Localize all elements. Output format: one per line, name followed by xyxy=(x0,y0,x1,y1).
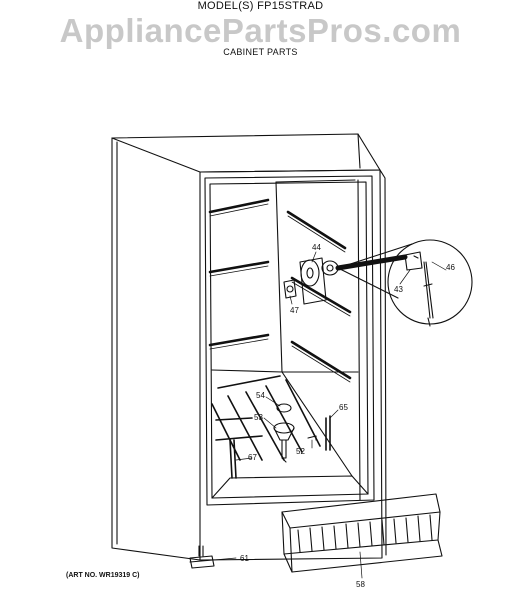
drain-assembly xyxy=(273,403,295,463)
right-shelf-rails xyxy=(286,210,352,380)
light-socket xyxy=(283,279,297,299)
callout-58: 58 xyxy=(356,580,365,589)
callout-67: 67 xyxy=(248,453,257,462)
leveling-leg xyxy=(189,545,215,569)
callout-65: 65 xyxy=(339,403,348,412)
site-watermark: AppliancePartsPros.com xyxy=(59,12,462,49)
callout-43: 43 xyxy=(394,285,403,294)
light-bracket xyxy=(299,257,339,305)
callout-53: 53 xyxy=(254,413,263,422)
callout-52: 52 xyxy=(296,447,305,456)
detail-magnifier xyxy=(335,239,473,327)
side-brackets xyxy=(229,415,331,479)
base-grille xyxy=(281,493,443,573)
callout-54: 54 xyxy=(256,391,265,400)
model-title: MODEL(S) FP15STRAD xyxy=(197,0,324,12)
callout-61: 61 xyxy=(240,554,249,563)
clip-52 xyxy=(307,435,317,441)
floor-grille xyxy=(211,375,321,461)
callout-46: 46 xyxy=(446,263,455,272)
callout-44: 44 xyxy=(312,243,321,252)
leader-lines xyxy=(213,251,447,579)
inner-liner xyxy=(204,175,375,506)
section-title: CABINET PARTS xyxy=(223,47,298,57)
callout-47: 47 xyxy=(290,306,299,315)
art-number: (ART NO. WR19319 C) xyxy=(66,572,140,579)
cabinet-shell xyxy=(111,133,387,561)
left-shelf-rails xyxy=(208,198,270,347)
